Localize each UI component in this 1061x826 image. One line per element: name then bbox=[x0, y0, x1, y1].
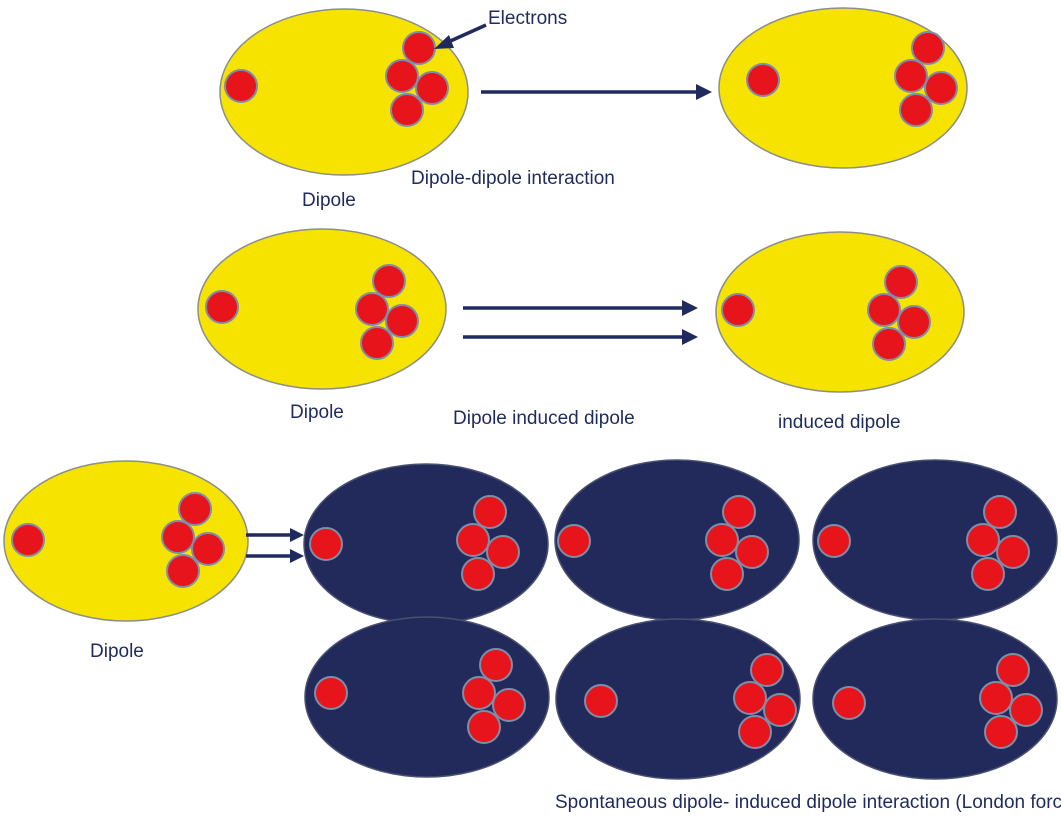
london-molecule-top-2 bbox=[555, 460, 799, 620]
london-molecule-bottom-2 bbox=[556, 619, 800, 779]
electrons-pointer-arrow bbox=[434, 25, 486, 49]
lone-electron bbox=[12, 524, 44, 556]
dipole-induced-dipole-label: Dipole induced dipole bbox=[453, 408, 635, 429]
london-molecule-top-3 bbox=[813, 460, 1057, 620]
lone-electron bbox=[585, 685, 617, 717]
lone-electron bbox=[722, 294, 754, 326]
dipole-dipole-interaction-label: Dipole-dipole interaction bbox=[411, 168, 615, 189]
row1-left-dipole-molecule bbox=[220, 9, 468, 175]
london-molecule-bottom-3 bbox=[813, 619, 1057, 779]
lone-electron bbox=[206, 291, 238, 323]
lone-electron bbox=[747, 64, 779, 96]
lone-electron bbox=[833, 687, 865, 719]
lone-electron bbox=[315, 677, 347, 709]
row3-dipole-molecule bbox=[4, 461, 248, 621]
electrons-label: Electrons bbox=[488, 8, 567, 29]
row1-interaction-arrow bbox=[481, 84, 712, 100]
lone-electron bbox=[310, 528, 342, 560]
lone-electron bbox=[818, 525, 850, 557]
london-molecule-bottom-1 bbox=[305, 617, 549, 777]
london-molecule-top-1 bbox=[304, 464, 548, 624]
induced-dipole-label: induced dipole bbox=[778, 412, 901, 433]
lone-electron bbox=[558, 525, 590, 557]
dipole-label-row3: Dipole bbox=[90, 641, 144, 662]
row2-dipole-molecule bbox=[198, 229, 446, 389]
row2-induced-dipole-molecule bbox=[716, 232, 964, 392]
dipole-label-row1: Dipole bbox=[302, 190, 356, 211]
dipole-label-row2: Dipole bbox=[290, 402, 344, 423]
row2-double-arrow bbox=[463, 300, 698, 345]
row1-right-dipole-molecule bbox=[719, 8, 967, 168]
lone-electron bbox=[225, 70, 257, 102]
london-force-caption: Spontaneous dipole- induced dipole inter… bbox=[555, 792, 1061, 813]
row3-double-arrow bbox=[246, 528, 304, 563]
